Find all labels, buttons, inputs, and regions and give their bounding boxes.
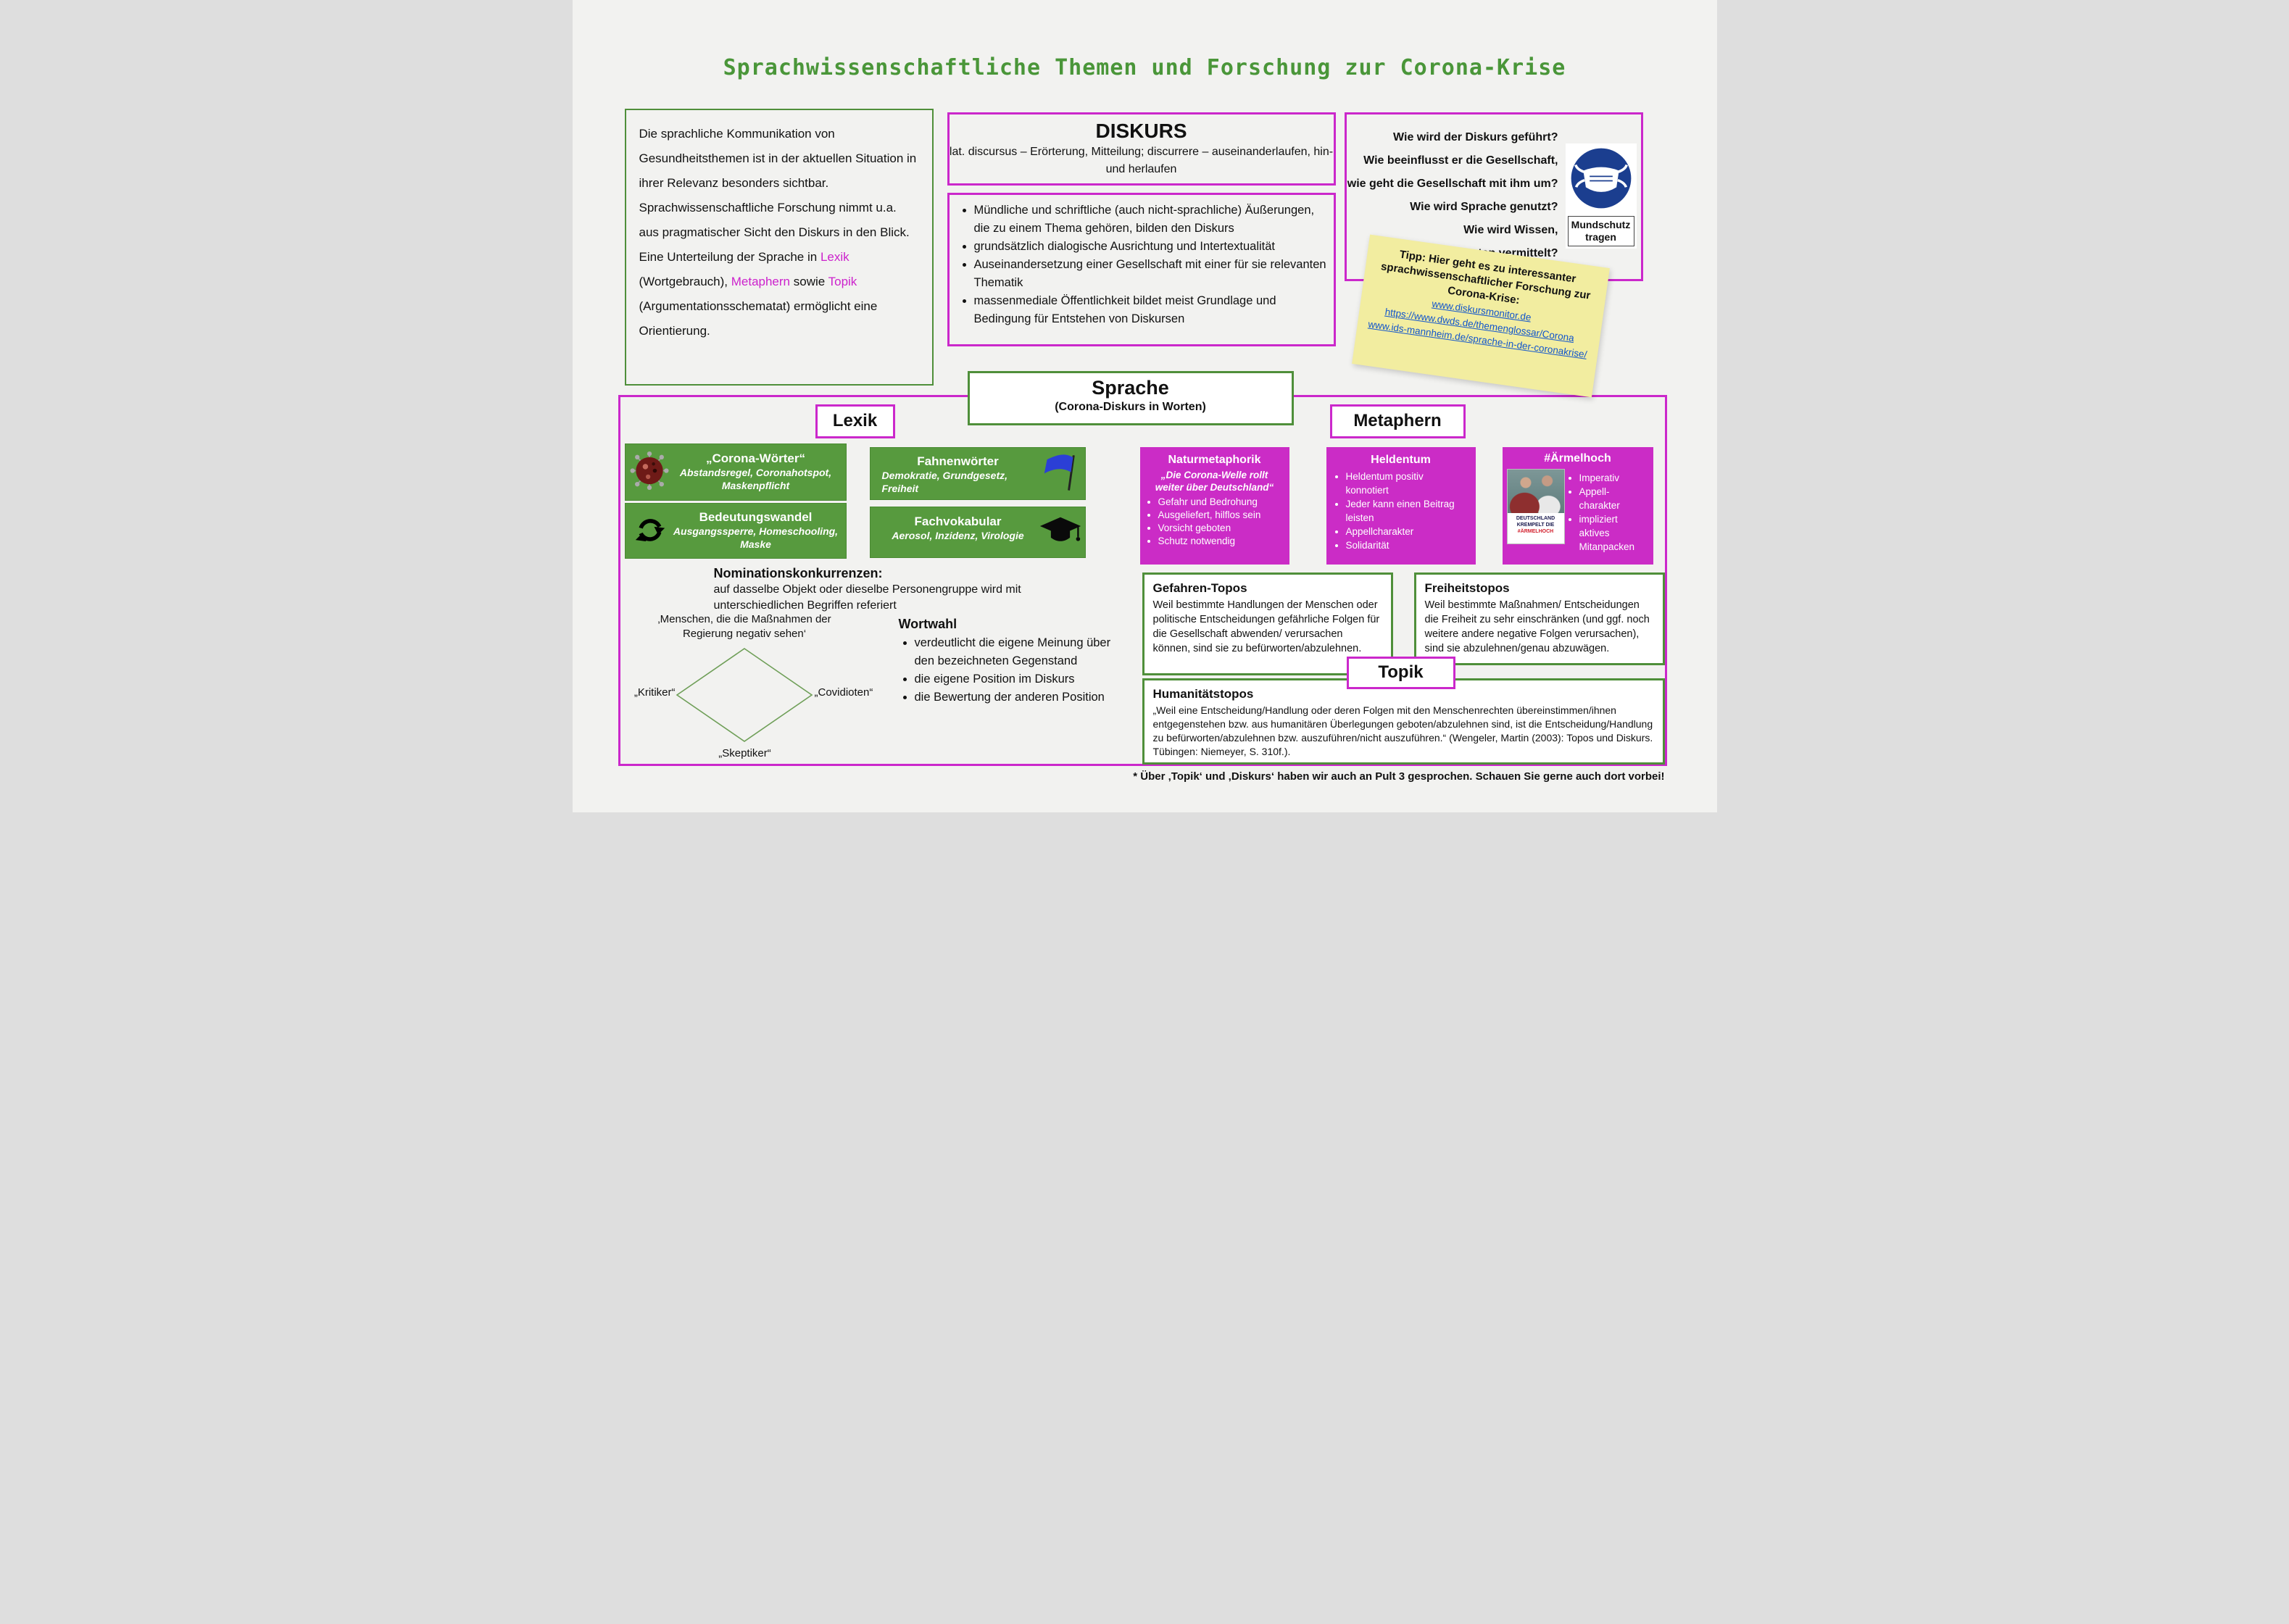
nomination-diamond-diagram: ‚Menschen, die die Maßnahmen der Regieru…: [623, 612, 873, 765]
poster-line: DEUTSCHLAND: [1516, 516, 1555, 521]
nomination-text: auf dasselbe Objekt oder dieselbe Person…: [713, 583, 1021, 612]
poster-line: KREMPELT DIE: [1516, 522, 1555, 528]
intro-term-lexik: Lexik: [820, 250, 849, 264]
wortwahl-bullet: die eigene Position im Diskurs: [915, 670, 1129, 688]
card-heldentum: Heldentum Heldentum positiv konnotiert J…: [1326, 447, 1476, 565]
question-line: Wie wird Sprache genutzt?: [1410, 201, 1558, 213]
card-bullet: Vorsicht geboten: [1158, 522, 1284, 535]
virus-icon: [629, 450, 670, 494]
topos-text: Weil bestimmte Handlungen der Menschen o…: [1152, 599, 1380, 654]
intro-text-part-4: (Argumentationsschematat) ermöglicht ein…: [639, 299, 878, 338]
poster-canvas: Sprachwissenschaftliche Themen und Forsc…: [572, 0, 1717, 812]
topos-title: Humanitätstopos: [1152, 687, 1254, 701]
intro-text-part-2: (Wortgebrauch),: [639, 275, 731, 288]
card-bedeutungswandel: Bedeutungswandel Ausgangssperre, Homesch…: [624, 503, 847, 559]
card-bullet-list: Gefahr und Bedrohung Ausgeliefert, hilfl…: [1146, 496, 1284, 548]
aermelhoch-campaign-poster: DEUTSCHLAND KREMPELT DIE #ÄRMELHOCH: [1506, 469, 1565, 544]
mask-sign-label: Mundschutz tragen: [1567, 216, 1634, 246]
card-bullet: Imperativ: [1579, 471, 1649, 485]
card-title: Heldentum: [1371, 454, 1431, 466]
question-line: Wie wird Wissen,: [1463, 224, 1558, 236]
wortwahl-section: Wortwahl verdeutlicht die eigene Meinung…: [899, 615, 1129, 707]
card-bullet: Solidarität: [1346, 538, 1468, 552]
card-aermelhoch: #Ärmelhoch DEUTSCHLAND KREMPELT DIE #ÄRM…: [1502, 447, 1653, 565]
intro-term-metaphern: Metaphern: [731, 275, 791, 288]
poster-line: #ÄRMELHOCH: [1517, 529, 1554, 534]
card-corona-woerter: „Corona-Wörter“ Abstandsregel, Coronahot…: [624, 444, 847, 501]
diamond-top-label: ‚Menschen, die die Maßnahmen der Regieru…: [657, 613, 831, 640]
wortwahl-bullet: die Bewertung der anderen Position: [915, 688, 1129, 707]
diamond-bottom-label: „Skeptiker“: [718, 747, 771, 759]
question-line: wie geht die Gesellschaft mit ihm um?: [1347, 178, 1558, 190]
sprache-title: Sprache: [1092, 377, 1169, 399]
topos-title: Freiheitstopos: [1424, 581, 1510, 595]
card-bullet-list: Imperativ Appell-charakter impliziert ak…: [1569, 471, 1649, 554]
card-title: Fahnenwörter: [917, 454, 999, 468]
card-naturmetaphorik: Naturmetaphorik „Die Corona-Welle rollt …: [1139, 447, 1289, 565]
card-items: Demokratie, Grundgesetz, Freiheit: [881, 470, 1008, 494]
diskurs-bullet: grundsätzlich dialogische Ausrichtung un…: [974, 238, 1328, 256]
page-title: Sprachwissenschaftliche Themen und Forsc…: [723, 55, 1566, 80]
topik-section-label: Topik: [1346, 657, 1455, 689]
diskurs-bullet-list: Mündliche und schriftliche (auch nicht-s…: [955, 201, 1328, 328]
diskurs-definition-box: DISKURS lat. discursus – Erörterung, Mit…: [947, 112, 1336, 186]
wortwahl-bullet: verdeutlicht die eigene Meinung über den…: [915, 634, 1129, 670]
card-bullet: Gefahr und Bedrohung: [1158, 496, 1284, 509]
metaphern-section-label: Metaphern: [1329, 404, 1466, 438]
card-items: Ausgangssperre, Homeschooling, Maske: [673, 525, 839, 550]
card-title: „Corona-Wörter“: [706, 451, 805, 465]
card-bullet: Appellcharakter: [1346, 525, 1468, 538]
topos-text: Weil bestimmte Maßnahmen/ Entscheidungen…: [1424, 599, 1650, 654]
question-line: Wie beeinflusst er die Gesellschaft,: [1363, 154, 1558, 167]
card-bullet: Schutz notwendig: [1158, 535, 1284, 548]
diamond-shape: [676, 648, 813, 742]
diskurs-bullets-box: Mündliche und schriftliche (auch nicht-s…: [947, 193, 1336, 346]
card-fahnenwoerter: Fahnenwörter Demokratie, Grundgesetz, Fr…: [869, 447, 1086, 500]
card-bullet: impliziert aktives Mitanpacken: [1579, 512, 1649, 554]
wortwahl-heading: Wortwahl: [898, 617, 957, 631]
diskurs-bullet: Mündliche und schriftliche (auch nicht-s…: [974, 201, 1328, 238]
topos-title: Gefahren-Topos: [1152, 581, 1247, 595]
diskurs-subtitle: lat. discursus – Erörterung, Mitteilung;…: [949, 146, 1334, 175]
nomination-heading: Nominationskonkurrenzen:: [713, 566, 883, 580]
mask-sign: Mundschutz tragen: [1565, 143, 1637, 249]
freiheits-topos-box: Freiheitstopos Weil bestimmte Maßnahmen/…: [1413, 572, 1665, 665]
diamond-left-label: „Kritiker“: [633, 686, 676, 699]
card-title: Fachvokabular: [914, 515, 1002, 528]
nomination-section: Nominationskonkurrenzen: auf dasselbe Ob…: [714, 565, 1091, 614]
footer-note: * Über ‚Topik‘ und ‚Diskurs‘ haben wir a…: [1133, 770, 1665, 783]
sprache-box: Sprache (Corona-Diskurs in Worten): [967, 371, 1294, 425]
diskurs-bullet: Auseinandersetzung einer Gesellschaft mi…: [974, 256, 1328, 292]
card-items: Abstandsregel, Coronahotspot, Maskenpfli…: [679, 467, 832, 491]
card-title: Naturmetaphorik: [1168, 454, 1261, 466]
card-bullet: Jeder kann einen Beitrag leisten: [1346, 497, 1468, 525]
change-arrows-icon: [634, 511, 666, 551]
card-bullet: Ausgeliefert, hilflos sein: [1158, 509, 1284, 522]
card-fachvokabular: Fachvokabular Aerosol, Inzidenz, Virolog…: [869, 507, 1086, 558]
poster-photo: [1507, 470, 1564, 513]
card-title: Bedeutungswandel: [699, 510, 813, 524]
card-bullet-list: Heldentum positiv konnotiert Jeder kann …: [1334, 470, 1468, 552]
diamond-right-label: „Covidioten“: [814, 686, 873, 699]
card-bullet: Appell-charakter: [1579, 485, 1649, 512]
humanitaets-topos-box: Humanitätstopos „Weil eine Entscheidung/…: [1142, 678, 1665, 765]
graduation-cap-icon: [1039, 515, 1082, 550]
topos-text: „Weil eine Entscheidung/Handlung oder de…: [1152, 704, 1653, 757]
card-items: Aerosol, Inzidenz, Virologie: [892, 530, 1024, 541]
intro-term-topik: Topik: [828, 275, 857, 288]
card-title: #Ärmelhoch: [1544, 452, 1611, 465]
question-line: Wie wird der Diskurs geführt?: [1393, 131, 1558, 143]
lexik-section-label: Lexik: [815, 404, 895, 438]
face-mask-icon: [1571, 148, 1631, 209]
intro-box: Die sprachliche Kommunikation von Gesund…: [624, 109, 934, 386]
card-bullet: Heldentum positiv konnotiert: [1346, 470, 1468, 497]
diskurs-heading: DISKURS: [1095, 120, 1187, 142]
wortwahl-list: verdeutlicht die eigene Meinung über den…: [899, 634, 1129, 707]
intro-text-part-1: Die sprachliche Kommunikation von Gesund…: [639, 127, 917, 264]
flag-icon: [1037, 451, 1082, 496]
diskurs-bullet: massenmediale Öffentlichkeit bildet meis…: [974, 292, 1328, 328]
intro-text-part-3: sowie: [790, 275, 828, 288]
sprache-subtitle: (Corona-Diskurs in Worten): [1055, 401, 1206, 413]
card-quote: „Die Corona-Welle rollt weiter über Deut…: [1155, 470, 1274, 493]
